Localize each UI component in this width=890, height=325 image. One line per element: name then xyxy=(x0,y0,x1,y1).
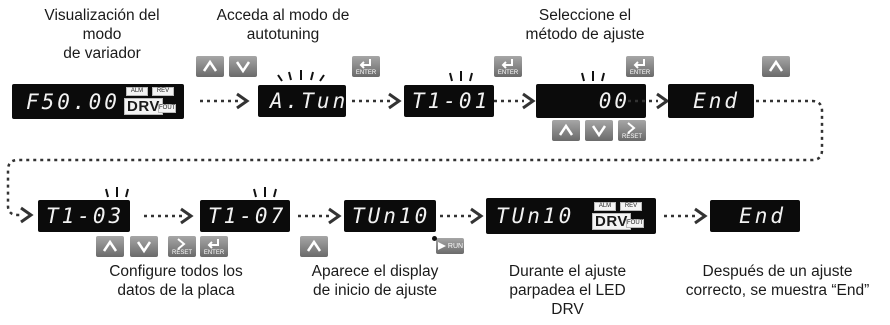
reset-label: RESET xyxy=(171,250,192,256)
lcd-display-tuning-start: TUn10 xyxy=(344,200,436,232)
lcd-display-t1-07: T1-07 xyxy=(200,200,290,232)
up-arrow-icon xyxy=(202,59,218,72)
reset-label: RESET xyxy=(621,134,642,140)
up-key[interactable] xyxy=(762,56,790,77)
caption-durante: Durante el ajuste parpadea el LED DRV xyxy=(508,263,627,318)
run-key[interactable]: RUN xyxy=(436,238,464,254)
down-arrow-icon xyxy=(136,241,152,254)
caption-visualizacion: Visualización del modo de variador xyxy=(44,7,160,62)
enter-label: ENTER xyxy=(355,70,377,76)
dotted-arrow-5 xyxy=(144,207,194,225)
dotted-arrow-1 xyxy=(200,92,250,110)
caption-acceda: Acceda al modo de autotuning xyxy=(216,7,350,43)
lcd-display-t1-01: T1-01 xyxy=(404,85,494,117)
dotted-arrow-6 xyxy=(298,207,342,225)
reset-icon xyxy=(627,122,636,134)
up-key[interactable] xyxy=(300,236,328,257)
caption-configure: Configure todos los datos de la placa xyxy=(109,263,243,299)
enter-key[interactable]: ENTER xyxy=(626,56,654,77)
caption-despues: Después de un ajuste correcto, se muestr… xyxy=(685,263,870,299)
dotted-arrow-7 xyxy=(440,207,484,225)
enter-key[interactable]: ENTER xyxy=(494,56,522,77)
enter-label: ENTER xyxy=(497,70,519,76)
down-key[interactable] xyxy=(229,56,257,77)
fout-indicator: FOUT xyxy=(158,104,176,113)
enter-key[interactable]: ENTER xyxy=(200,236,228,257)
run-led-dot xyxy=(432,236,437,241)
lcd-display-autotuning: A.Tun xyxy=(258,85,346,117)
up-key[interactable] xyxy=(96,236,124,257)
lcd-display-drive-mode: F50.00 xyxy=(12,84,184,119)
dotted-arrow-4 xyxy=(628,92,670,110)
alm-indicator: ALM xyxy=(126,87,148,96)
lcd-text: T1-01 xyxy=(412,89,491,113)
down-key[interactable] xyxy=(130,236,158,257)
lcd-text: 00 xyxy=(598,89,630,113)
up-key[interactable] xyxy=(552,120,580,141)
fout-indicator: FOUT xyxy=(626,219,644,228)
up-arrow-icon xyxy=(558,123,574,136)
blink-marks-icon xyxy=(581,71,605,82)
lcd-text: T1-07 xyxy=(208,204,287,228)
enter-label: ENTER xyxy=(203,250,225,256)
dotted-arrow-2 xyxy=(352,92,402,110)
up-arrow-icon xyxy=(306,239,322,252)
lcd-text: F50.00 xyxy=(26,89,120,114)
lcd-display-end: End xyxy=(668,84,754,118)
lcd-display-method: 00 xyxy=(536,84,646,118)
drv-indicator: DRV xyxy=(124,98,163,115)
up-key[interactable] xyxy=(196,56,224,77)
lcd-display-t1-03: T1-03 xyxy=(38,200,130,232)
lcd-display-end-final: End xyxy=(710,200,800,232)
up-arrow-icon xyxy=(102,239,118,252)
lcd-text: TUn10 xyxy=(496,204,575,228)
dotted-arrow-3 xyxy=(494,92,536,110)
reset-key[interactable]: RESET xyxy=(618,120,646,141)
reset-key[interactable]: RESET xyxy=(168,236,196,257)
alm-indicator: ALM xyxy=(594,202,616,211)
up-arrow-icon xyxy=(768,59,784,72)
blink-marks-icon xyxy=(277,70,325,82)
blink-marks-icon xyxy=(253,187,277,198)
blink-marks-icon xyxy=(105,187,129,198)
enter-icon xyxy=(501,59,513,69)
enter-key[interactable]: ENTER xyxy=(352,56,380,77)
enter-icon xyxy=(359,59,371,69)
lcd-text: T1-03 xyxy=(46,204,125,228)
down-key[interactable] xyxy=(585,120,613,141)
run-label: RUN xyxy=(447,242,464,250)
lcd-text: TUn10 xyxy=(352,204,431,228)
blink-marks-icon xyxy=(449,71,473,82)
caption-aparece: Aparece el display de inicio de ajuste xyxy=(311,263,439,299)
enter-label: ENTER xyxy=(629,70,651,76)
enter-icon xyxy=(633,59,645,69)
dotted-arrow-8 xyxy=(664,207,708,225)
drv-indicator: DRV xyxy=(592,213,631,230)
lcd-text: End xyxy=(739,204,786,228)
down-arrow-icon xyxy=(591,125,607,138)
run-icon xyxy=(437,242,446,250)
lcd-text: End xyxy=(693,89,740,113)
reset-icon xyxy=(177,238,186,250)
rev-indicator: REV xyxy=(152,87,174,96)
caption-seleccione: Seleccione el método de ajuste xyxy=(525,7,645,43)
down-arrow-icon xyxy=(235,61,251,74)
rev-indicator: REV xyxy=(620,202,642,211)
lcd-text: A.Tun xyxy=(270,89,349,113)
enter-icon xyxy=(207,239,219,249)
